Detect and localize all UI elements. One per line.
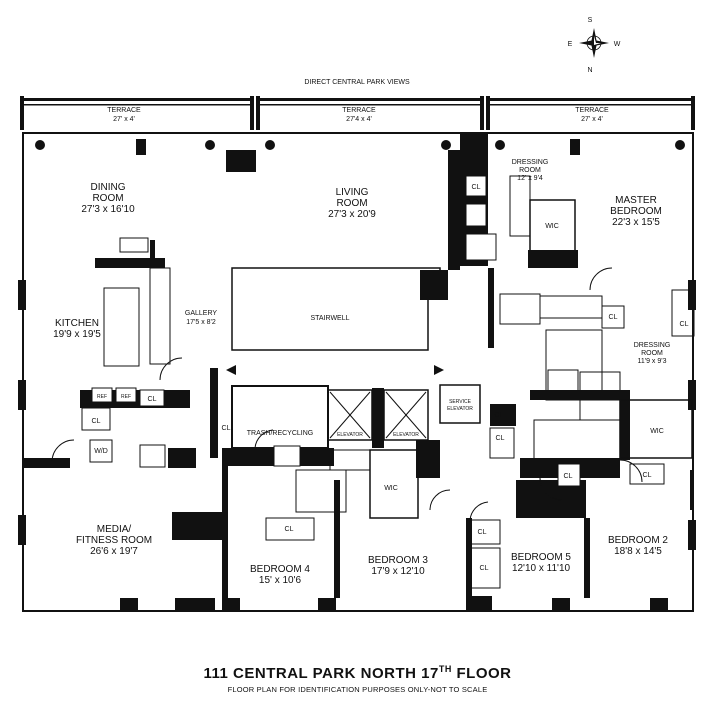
terrace-rails — [20, 96, 695, 130]
dressing-room-1-label-2: ROOM — [519, 167, 541, 174]
elevator-label: ELEVATOR — [337, 432, 363, 438]
ref-label: REF — [97, 394, 107, 400]
closet-label: CL — [285, 526, 294, 533]
bedroom-3-label: BEDROOM 3 — [368, 555, 428, 566]
terrace-3-name: TERRACE — [575, 107, 609, 114]
media-room-dims: 26'6 x 19'7 — [90, 546, 138, 557]
gallery-label: GALLERY — [185, 310, 217, 317]
closet-label: CL — [496, 435, 505, 442]
interior-walls — [22, 150, 695, 598]
plan-title: 111 CENTRAL PARK NORTH 17TH FLOOR — [203, 664, 512, 682]
bedroom-2-dims: 18'8 x 14'5 — [614, 546, 662, 557]
closet-label: CL — [680, 321, 689, 328]
closet-label: CL — [480, 565, 489, 572]
dining-room-label-1: DINING — [91, 182, 126, 193]
ref-label: REF — [121, 394, 131, 400]
dressing-room-1-label-1: DRESSING — [512, 159, 549, 166]
closet-label: CL — [564, 473, 573, 480]
living-room-label-2: ROOM — [336, 198, 367, 209]
dressing-room-2-label-1: DRESSING — [634, 342, 671, 349]
bedroom-5-dims: 12'10 x 11'10 — [512, 563, 571, 574]
trash-label: TRASH/RECYCLING — [247, 430, 314, 437]
kitchen-label: KITCHEN — [55, 318, 99, 329]
closet-label: CL — [222, 425, 231, 432]
bedroom-4-dims: 15' x 10'6 — [259, 575, 302, 586]
compass-n: N — [587, 67, 592, 74]
views-label: DIRECT CENTRAL PARK VIEWS — [304, 79, 410, 86]
dressing-room-2-dims: 11'9 x 9'3 — [637, 358, 666, 365]
fixture-labels: CL WIC CL CL REF REF CL CL W/D CL TRASH/… — [92, 184, 689, 572]
service-elevator-label-1: SERVICE — [449, 399, 472, 405]
wic-label: WIC — [384, 485, 398, 492]
bedroom-3-dims: 17'9 x 12'10 — [371, 566, 425, 577]
closet-label: CL — [609, 314, 618, 321]
closet-label: CL — [495, 412, 504, 419]
exterior-walls — [18, 132, 696, 612]
compass-s: S — [588, 17, 593, 24]
terrace-1-name: TERRACE — [107, 107, 141, 114]
gallery-dims: 17'5 x 8'2 — [186, 319, 216, 326]
bedroom-2-label: BEDROOM 2 — [608, 535, 668, 546]
wic-label: WIC — [650, 428, 664, 435]
dressing-room-1-dims: 12' x 9'4 — [517, 175, 543, 182]
terrace-2-dims: 27'4 x 4' — [346, 116, 372, 123]
living-room-dims: 27'3 x 20'9 — [328, 209, 376, 220]
dining-room-label-2: ROOM — [92, 193, 123, 204]
elevator-label: ELEVATOR — [393, 432, 419, 438]
stairwell-label: STAIRWELL — [310, 315, 349, 322]
wic-label: WIC — [545, 223, 559, 230]
service-elevator-label-2: ELEVATOR — [447, 406, 473, 412]
terrace-1-dims: 27' x 4' — [113, 116, 135, 123]
closet-label: CL — [472, 184, 481, 191]
dining-room-dims: 27'3 x 16'10 — [81, 204, 135, 215]
terrace-2-name: TERRACE — [342, 107, 376, 114]
closet-label: CL — [148, 396, 157, 403]
room-labels: DINING ROOM 27'3 x 16'10 LIVING ROOM 27'… — [53, 159, 670, 586]
master-bedroom-dims: 22'3 x 15'5 — [612, 217, 660, 228]
compass-rose-icon: S W N E — [568, 17, 621, 74]
bedroom-4-label: BEDROOM 4 — [250, 564, 310, 575]
dressing-room-2-label-2: ROOM — [641, 350, 663, 357]
kitchen-dims: 19'9 x 19'5 — [53, 329, 101, 340]
living-room-label-1: LIVING — [336, 187, 369, 198]
media-room-label-1: MEDIA/ — [97, 524, 132, 535]
compass-e: E — [568, 41, 573, 48]
washer-dryer-label: W/D — [94, 448, 108, 455]
bedroom-5-label: BEDROOM 5 — [511, 552, 571, 563]
terrace-3-dims: 27' x 4' — [581, 116, 603, 123]
closet-label: CL — [478, 529, 487, 536]
master-bedroom-label-2: BEDROOM — [610, 206, 662, 217]
master-bedroom-label-1: MASTER — [615, 195, 657, 206]
media-room-label-2: FITNESS ROOM — [76, 535, 152, 546]
compass-w: W — [614, 41, 621, 48]
plan-disclaimer: FLOOR PLAN FOR IDENTIFICATION PURPOSES O… — [227, 685, 488, 694]
closet-label: CL — [92, 418, 101, 425]
closet-label: CL — [643, 472, 652, 479]
